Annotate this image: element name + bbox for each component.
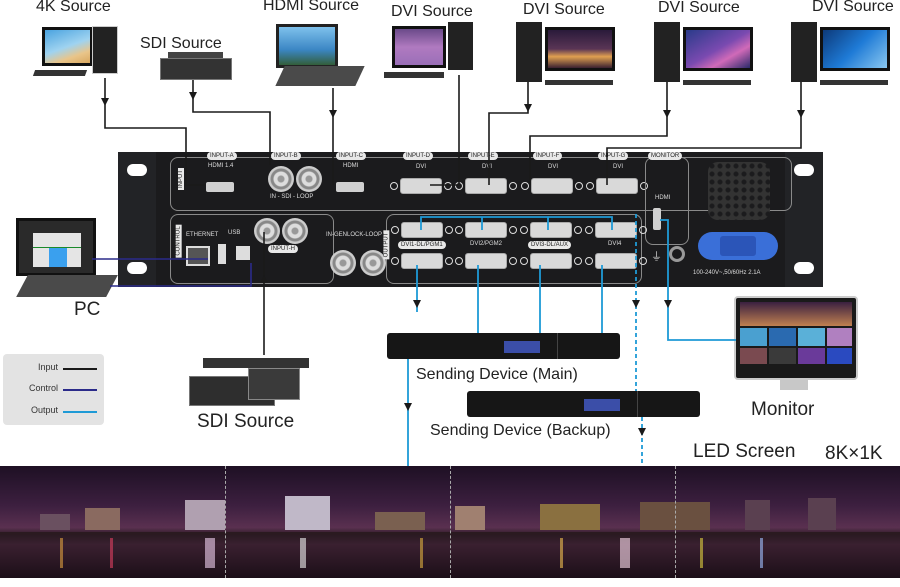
pc-label: PC <box>74 299 101 320</box>
legend-swatch-control <box>63 389 97 391</box>
hdmi-1-4-port[interactable] <box>206 182 234 192</box>
power-socket[interactable] <box>698 232 778 260</box>
video-processor-chassis: INPUT INPUT-A HDMI 1.4 INPUT-B IN - SDI … <box>118 152 823 287</box>
legend-swatch-input <box>63 368 97 370</box>
source-label-dvi-4: DVI Source <box>812 0 894 15</box>
sdi-loop-bnc-port[interactable] <box>296 166 322 192</box>
arrow-dvi-3 <box>663 110 671 118</box>
output-4-dvi-port-b[interactable] <box>585 253 647 269</box>
dvi-port-input-d[interactable] <box>390 178 452 194</box>
monitor-tag: MONITOR <box>648 152 683 160</box>
input-f-port-label: DVI <box>548 164 559 170</box>
output-1-dvi-port-b[interactable] <box>391 253 453 269</box>
arrow-dvi-4 <box>797 110 805 118</box>
monitor-port-label: HDMI <box>655 195 671 201</box>
sdi-input-h-loop-bnc-port[interactable] <box>282 218 308 244</box>
genlock-label: IN-GENLOCK-LOOP <box>326 232 383 238</box>
legend-swatch-output <box>63 411 97 413</box>
usb-label: USB <box>228 230 241 236</box>
arrow-4k <box>101 98 109 106</box>
output-line-dvi1 <box>420 216 613 230</box>
input-a-port-label: HDMI 1.4 <box>208 163 234 169</box>
legend-item-control: Control <box>3 383 104 397</box>
input-d-tag: INPUT-D <box>403 152 433 160</box>
dvi-port-input-f[interactable] <box>521 178 583 194</box>
output-3-label: DVI3-DL/AUX <box>528 241 572 249</box>
input-b-port-label: IN - SDI - LOOP <box>270 194 314 200</box>
input-g-tag: INPUT-G <box>598 152 629 160</box>
output-1-dvi-port-a[interactable] <box>391 222 453 238</box>
sending-device-backup-label: Sending Device (Backup) <box>430 422 611 439</box>
input-line-dvi-2 <box>488 82 529 185</box>
control-panel <box>170 214 334 284</box>
legend-item-output: Output <box>3 405 104 419</box>
ground-terminal <box>669 246 685 262</box>
input-line-dvi-1 <box>430 75 460 186</box>
input-line-dvi-3 <box>529 82 668 185</box>
sending-device-main <box>387 333 620 359</box>
arrow-sdi-bottom <box>260 275 268 283</box>
source-label-dvi-2: DVI Source <box>523 1 605 18</box>
source-label-hdmi: HDMI Source <box>263 0 360 14</box>
input-d-port-label: DVI <box>416 164 427 170</box>
usb-a-port[interactable] <box>218 244 226 264</box>
output-4-label: DVI4 <box>608 241 622 247</box>
arrow-hdmi <box>329 110 337 118</box>
sdi-source-bottom-label: SDI Source <box>197 411 295 432</box>
source-label-dvi-1: DVI Source <box>391 3 473 20</box>
led-cabinet-divider-3 <box>675 466 676 578</box>
arrow-sdi-top <box>189 92 197 100</box>
led-screen-label: LED Screen <box>693 441 796 462</box>
input-c-port-label: HDMI <box>343 163 359 169</box>
input-c-tag: INPUT-C <box>336 152 366 160</box>
sending-device-main-label: Sending Device (Main) <box>416 366 578 383</box>
power-rating-label: 100-240V~,50/60Hz 2.1A <box>693 270 761 276</box>
rack-ear-left <box>118 152 156 287</box>
input-line-dvi-4 <box>606 82 802 185</box>
hdmi-port-input-c[interactable] <box>336 182 364 192</box>
input-e-port-label: DVI <box>482 164 493 170</box>
output-2-dvi-port-b[interactable] <box>455 253 517 269</box>
genlock-loop-bnc-port[interactable] <box>360 250 386 276</box>
legend-item-input: Input <box>3 362 104 376</box>
source-label-dvi-3: DVI Source <box>658 0 740 16</box>
sending-device-backup <box>467 391 700 417</box>
usb-b-port[interactable] <box>236 246 250 260</box>
output-1-label: DVI1-DL/PGM1 <box>398 241 446 249</box>
arrow-dvi-2 <box>524 104 532 112</box>
output-4-dvi-port-a[interactable] <box>585 222 647 238</box>
input-line-4k <box>104 78 205 186</box>
led-cabinet-divider-2 <box>450 466 451 578</box>
ethernet-label: ETHERNET <box>186 232 219 238</box>
input-g-port-label: DVI <box>613 164 624 170</box>
led-screen-resolution: 8K×1K <box>825 443 883 464</box>
input-e-tag: INPUT-E <box>468 152 498 160</box>
genlock-in-bnc-port[interactable] <box>330 250 356 276</box>
sdi-input-h-bnc-port[interactable] <box>254 218 280 244</box>
ethernet-port[interactable] <box>186 246 210 266</box>
input-line-sdi-top <box>192 80 271 165</box>
fan-vent <box>708 162 770 220</box>
monitor-hdmi-port[interactable] <box>653 208 661 230</box>
output-line-monitor <box>660 219 736 341</box>
source-label-sdi-top: SDI Source <box>140 35 222 52</box>
input-a-tag: INPUT-A <box>207 152 237 160</box>
monitor-label: Monitor <box>751 399 815 420</box>
source-label-4k: 4K Source <box>36 0 111 15</box>
sdi-in-bnc-port[interactable] <box>268 166 294 192</box>
legend: Input Control Output <box>3 354 104 425</box>
output-2-label: DVI2/PGM2 <box>470 241 503 247</box>
output-3-dvi-port-a[interactable] <box>520 222 582 238</box>
input-b-tag: INPUT-B <box>271 152 301 160</box>
led-cabinet-divider-1 <box>225 466 226 578</box>
input-h-tag: INPUT-H <box>268 245 298 253</box>
output-2-dvi-port-a[interactable] <box>455 222 517 238</box>
control-line-usb <box>110 263 252 287</box>
led-screen-display <box>0 466 900 578</box>
ground-icon: ⏚ <box>651 251 662 263</box>
input-f-tag: INPUT-F <box>533 152 563 160</box>
